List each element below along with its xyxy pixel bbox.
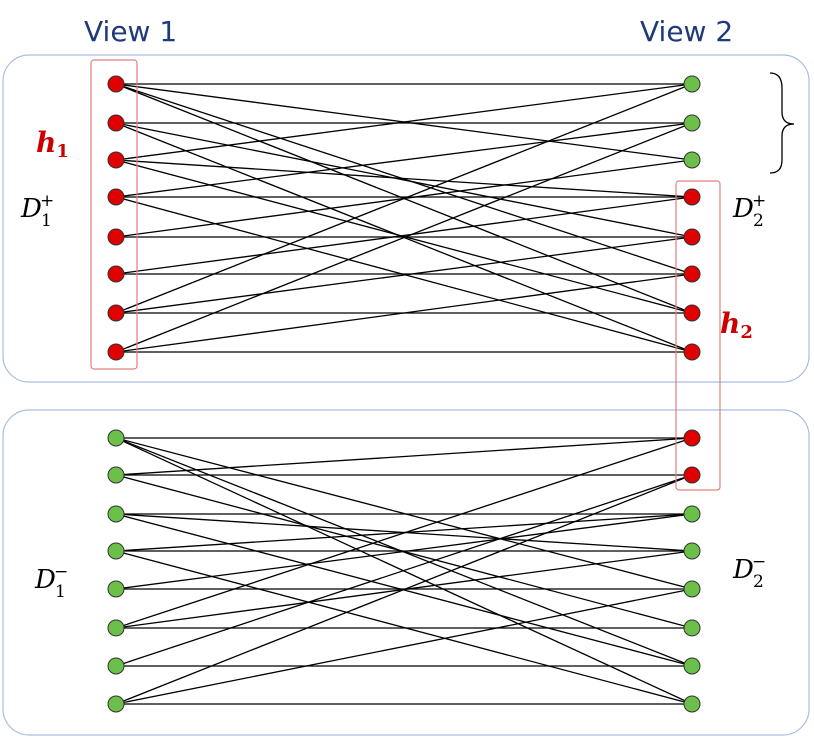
h1-sub: 1 <box>56 141 69 162</box>
view1-node-8 <box>107 429 125 447</box>
view2-node-15 <box>683 695 701 713</box>
view2-node-13 <box>683 619 701 637</box>
d1-minus-main: D <box>34 565 56 595</box>
view1-node-1 <box>107 114 125 132</box>
d1-plus-main: D <box>20 194 42 224</box>
view2-node-5 <box>683 265 701 283</box>
d1-minus-sub: 1 <box>55 582 66 602</box>
view2-label: View 2 <box>640 15 733 48</box>
negative-edge-14 <box>115 513 693 590</box>
positive-edge-16 <box>115 196 693 275</box>
h1-label: h1 <box>36 126 69 162</box>
positive-edge-8 <box>115 159 693 198</box>
view1-node-15 <box>107 695 125 713</box>
brace-icon <box>769 72 795 174</box>
d1-plus-sub: 1 <box>41 211 52 231</box>
negative-edge-5 <box>115 437 693 476</box>
view1-node-5 <box>107 265 125 283</box>
view2-node-10 <box>683 505 701 523</box>
view2-node-6 <box>683 304 701 322</box>
positive-edge-21 <box>115 122 693 353</box>
view2-node-3 <box>683 188 701 206</box>
positive-edge-18 <box>115 236 693 314</box>
view2-node-4 <box>683 228 701 246</box>
positive-edge-11 <box>115 122 693 198</box>
edges-layer <box>115 83 693 705</box>
d2-plus-sub: 2 <box>753 211 764 231</box>
view1-node-0 <box>107 75 125 93</box>
positive-group-box <box>2 54 810 383</box>
view1-node-12 <box>107 580 125 598</box>
view2-node-9 <box>683 466 701 484</box>
negative-group-box <box>2 409 810 736</box>
view1-node-10 <box>107 505 125 523</box>
view1-node-7 <box>107 343 125 361</box>
view1-node-11 <box>107 542 125 560</box>
positive-edge-19 <box>115 83 693 314</box>
h1-highlight-box <box>90 59 138 370</box>
d2-minus-sup: − <box>752 552 766 572</box>
view1-node-13 <box>107 619 125 637</box>
view1-node-9 <box>107 466 125 484</box>
negative-edge-21 <box>115 474 693 705</box>
nodes-layer <box>107 75 701 713</box>
view2-node-0 <box>683 75 701 93</box>
view2-node-12 <box>683 580 701 598</box>
h2-label: h2 <box>720 307 753 343</box>
view1-node-14 <box>107 657 125 675</box>
negative-edge-22 <box>115 588 693 705</box>
positive-edge-5 <box>115 122 693 238</box>
positive-edge-22 <box>115 273 693 353</box>
view2-node-2 <box>683 151 701 169</box>
d1-plus-sup: + <box>40 191 54 211</box>
d2-minus-sub: 2 <box>753 572 764 592</box>
negative-edge-19 <box>115 474 693 667</box>
d2-plus-sup: + <box>752 191 766 211</box>
d2-minus-main: D <box>732 555 754 585</box>
view1-label: View 1 <box>84 15 177 48</box>
view2-node-11 <box>683 542 701 560</box>
view2-node-1 <box>683 114 701 132</box>
view1-node-6 <box>107 304 125 322</box>
negative-edge-16 <box>115 437 693 629</box>
h2-main: h <box>720 307 740 340</box>
d1-minus-sup: − <box>54 562 68 582</box>
h1-main: h <box>36 126 56 159</box>
view2-node-7 <box>683 343 701 361</box>
view2-node-14 <box>683 657 701 675</box>
h2-highlight-box <box>675 180 721 491</box>
h2-sub: 2 <box>740 322 753 343</box>
view1-node-3 <box>107 188 125 206</box>
positive-edge-7 <box>115 83 693 161</box>
d2-plus-main: D <box>732 194 754 224</box>
view2-node-8 <box>683 429 701 447</box>
view1-node-2 <box>107 151 125 169</box>
view1-node-4 <box>107 228 125 246</box>
